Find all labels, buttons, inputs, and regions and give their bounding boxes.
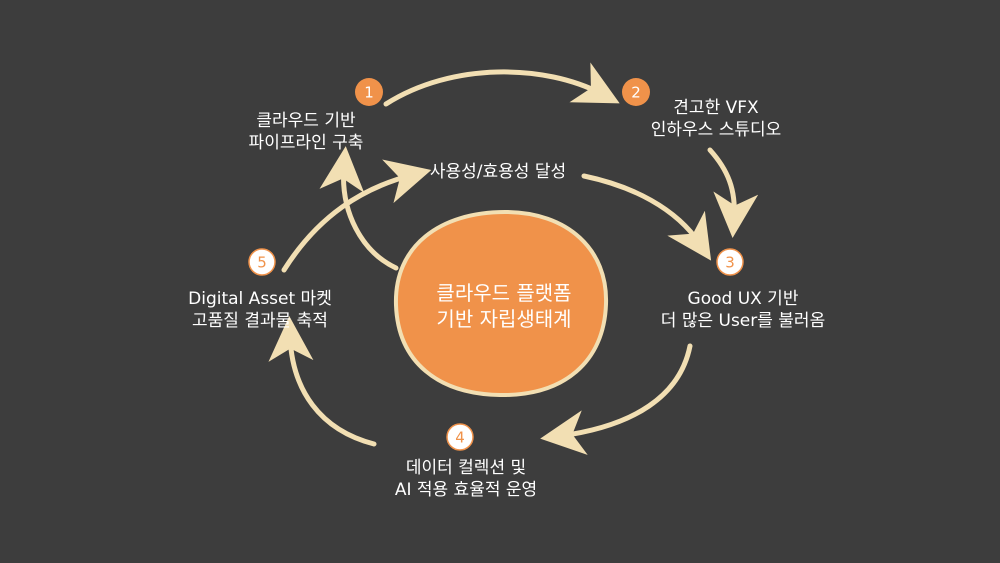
step-label-5: Digital Asset 마켓 고품질 결과물 축적 (188, 288, 332, 332)
step-2-line1: 견고한 VFX (673, 98, 759, 118)
arrow-top-to-3 (581, 173, 712, 261)
step-label-2: 견고한 VFX 인하우스 스튜디오 (651, 97, 782, 141)
step-label-4: 데이터 컬렉션 및 AI 적용 효율적 운영 (395, 457, 537, 501)
center-blob (393, 209, 609, 398)
step-label-1: 클라우드 기반 파이프라인 구축 (249, 110, 364, 154)
center-title-line2: 기반 자립생태계 (436, 307, 572, 331)
step-badge-4: 4 (446, 423, 474, 451)
step-3-line1: Good UX 기반 (687, 289, 799, 309)
top-label-text: 사용성/효용성 달성 (429, 162, 567, 182)
step-label-3: Good UX 기반 더 많은 User를 불러옴 (661, 288, 825, 332)
arrow-1-to-2 (383, 62, 620, 107)
step-5-line1: Digital Asset 마켓 (188, 289, 332, 309)
step-badge-number: 1 (364, 84, 374, 102)
step-badge-1: 1 (355, 78, 383, 106)
center-title-line1: 클라우드 플랫폼 (436, 281, 572, 305)
step-badge-3: 3 (716, 248, 744, 276)
arrow-5-to-top (281, 159, 432, 273)
center-title: 클라우드 플랫폼 기반 자립생태계 (436, 280, 571, 332)
top-label: 사용성/효용성 달성 (430, 161, 566, 183)
step-4-line2: AI 적용 효율적 운영 (394, 480, 538, 500)
step-2-line2: 인하우스 스튜디오 (650, 120, 782, 140)
arrow-4-to-5 (268, 316, 377, 447)
step-3-line2: 더 많은 User를 불러옴 (660, 311, 826, 331)
step-4-line1: 데이터 컬렉션 및 (405, 458, 527, 478)
step-5-line2: 고품질 결과물 축적 (192, 311, 328, 331)
arrow-3-to-4 (540, 343, 693, 455)
arrow-2-to-3 (707, 147, 759, 238)
step-badge-5: 5 (248, 248, 276, 276)
arrow-center-to-1 (319, 146, 399, 271)
step-badge-number: 2 (631, 84, 641, 102)
step-badge-2: 2 (622, 78, 650, 106)
step-1-line2: 파이프라인 구축 (248, 133, 364, 153)
step-badge-number: 4 (455, 429, 465, 447)
step-badge-number: 5 (257, 254, 267, 272)
step-badge-number: 3 (725, 254, 735, 272)
step-1-line1: 클라우드 기반 (256, 111, 356, 131)
